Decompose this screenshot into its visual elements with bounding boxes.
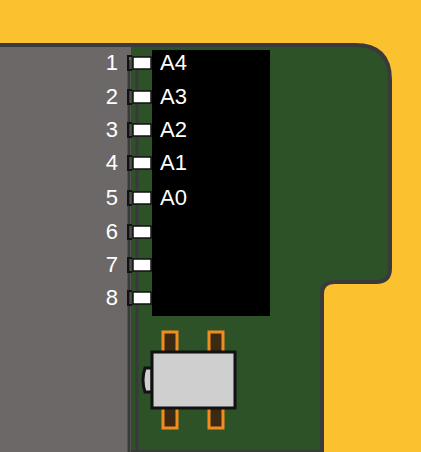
signal-name: A2 (160, 119, 187, 141)
edge-line (128, 60, 131, 452)
pin-number: 6 (106, 221, 118, 243)
signal-name: A4 (160, 52, 187, 74)
circuit-board (0, 45, 390, 452)
pin-number: 7 (106, 254, 118, 276)
pin-number: 1 (106, 52, 118, 74)
pin-pads (128, 56, 151, 305)
signal-name: A1 (160, 152, 187, 174)
signal-name: A3 (160, 86, 187, 108)
pin-number: 3 (106, 119, 118, 141)
tact-switch (143, 332, 235, 428)
pin-number: 5 (106, 187, 118, 209)
pin-number: 4 (106, 152, 118, 174)
gray-panel (0, 47, 131, 452)
signal-name: A0 (160, 187, 187, 209)
pin-number: 2 (106, 86, 118, 108)
pin-number: 8 (106, 287, 118, 309)
edge-line (136, 60, 139, 452)
ic-chip (152, 50, 270, 316)
